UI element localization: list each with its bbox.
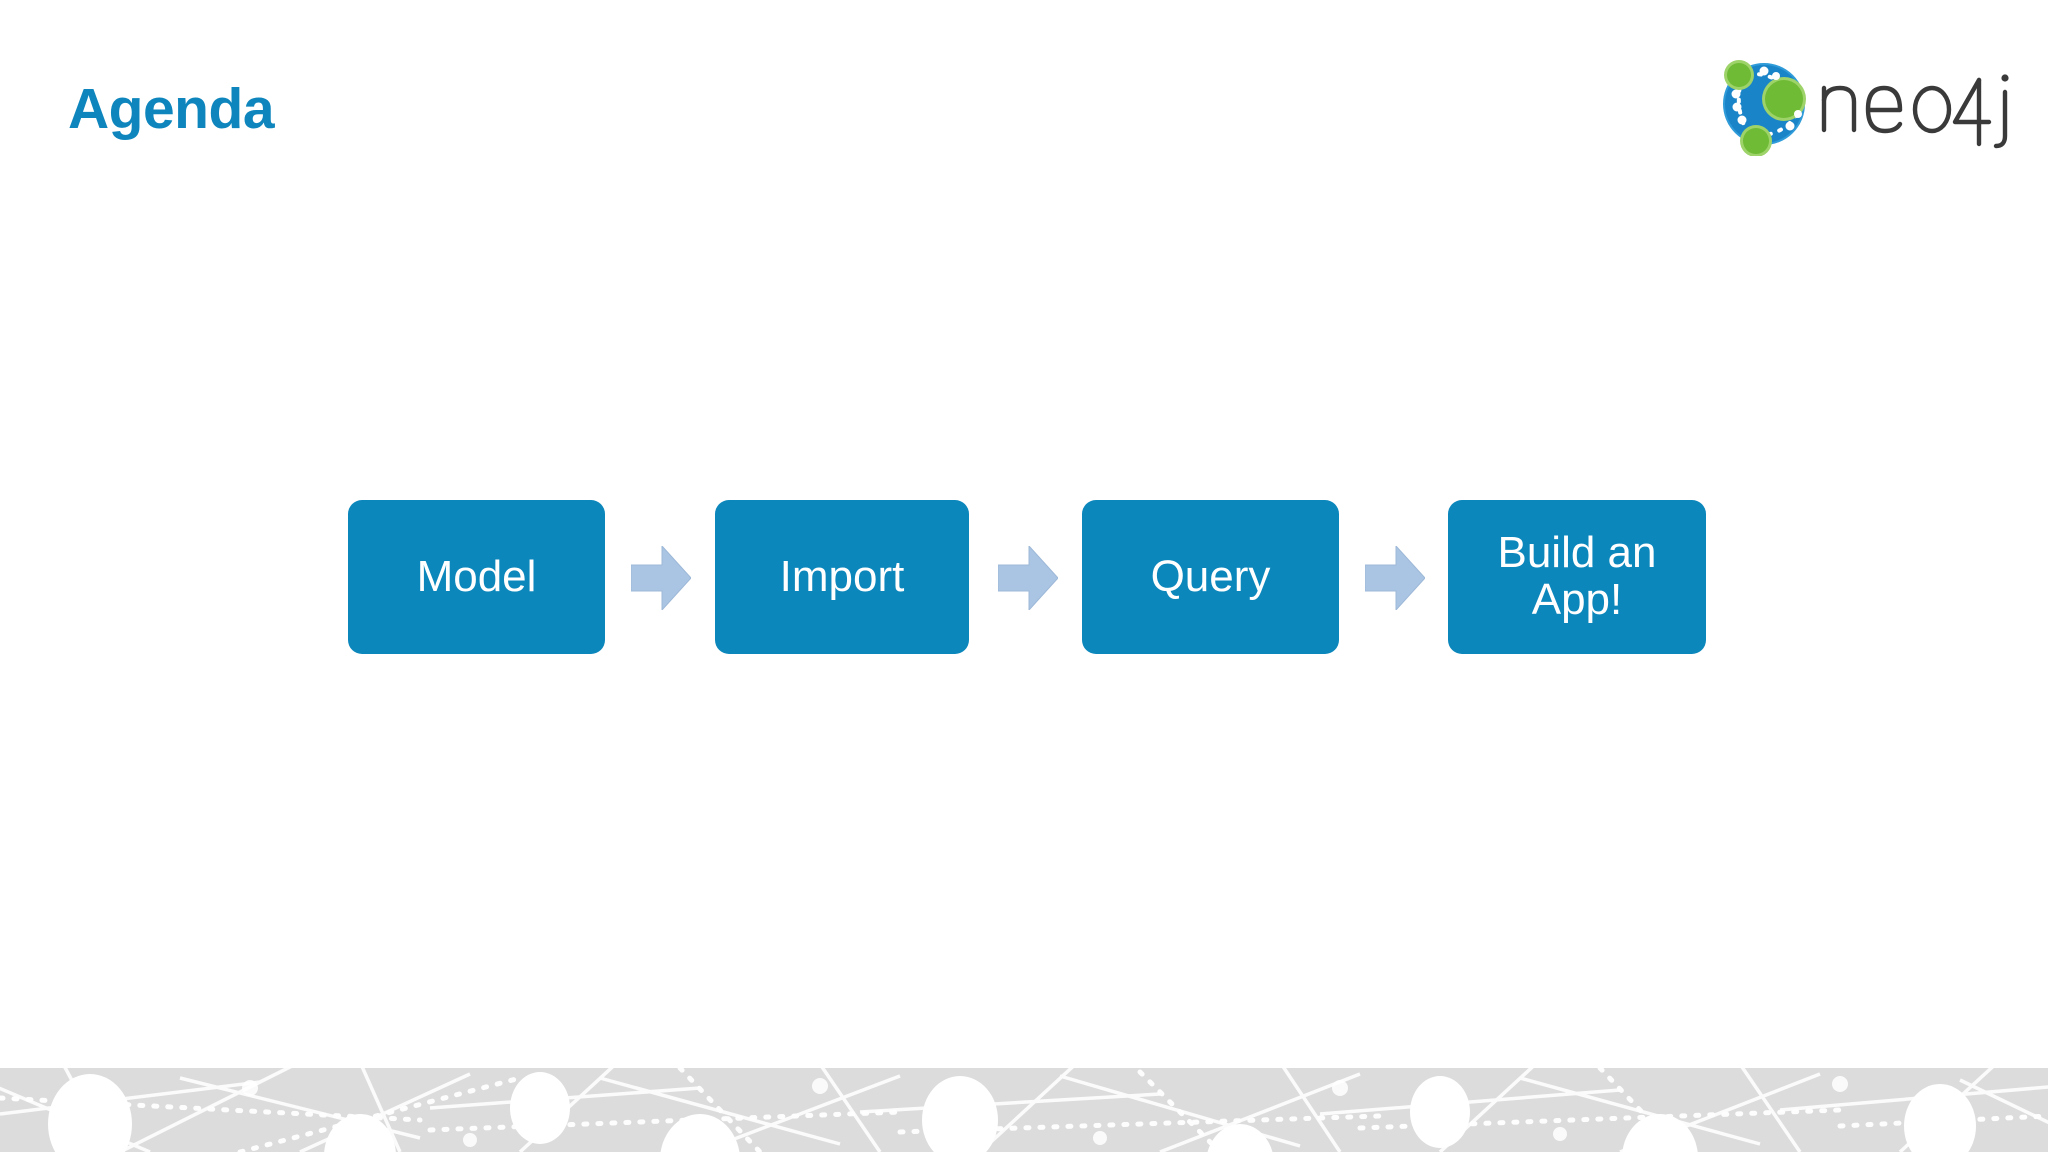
flow-step-label: Model <box>416 551 537 601</box>
neo4j-mark-icon <box>1712 52 1816 157</box>
arrow-right-icon <box>630 544 692 612</box>
arrow-right-icon <box>1364 544 1426 612</box>
flow-step-label: Build an App! <box>1497 528 1657 624</box>
flow-step-model[interactable]: Model <box>348 500 605 654</box>
flow-step-label: Import <box>779 551 905 601</box>
flow-step-build-an-app[interactable]: Build an App! <box>1448 500 1706 654</box>
neo4j-logo <box>1712 52 2012 157</box>
page-title: Agenda <box>68 77 275 141</box>
flow-step-label: Query <box>1150 551 1271 601</box>
arrow-right-icon <box>997 544 1059 612</box>
graph-network-decoration <box>0 1068 2048 1152</box>
process-flow: Model Import Query Build an App! <box>348 500 1706 654</box>
flow-step-query[interactable]: Query <box>1082 500 1339 654</box>
neo4j-wordmark <box>1816 56 2016 152</box>
flow-step-import[interactable]: Import <box>715 500 969 654</box>
